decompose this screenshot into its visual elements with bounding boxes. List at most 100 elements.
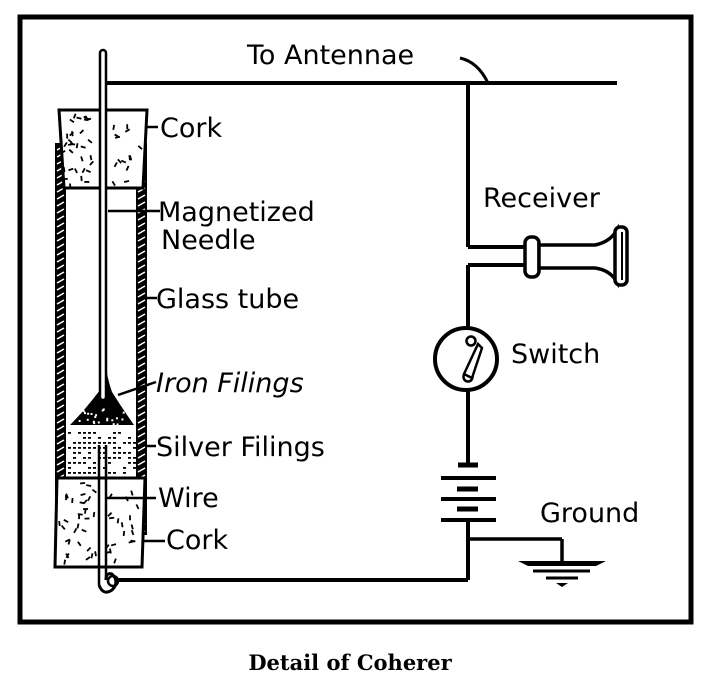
cork-texture bbox=[58, 520, 61, 527]
glass-hatch bbox=[137, 411, 146, 417]
silver-filing bbox=[83, 462, 86, 464]
cork-texture bbox=[63, 559, 67, 565]
glass-hatch bbox=[137, 229, 146, 235]
silver-filing bbox=[128, 457, 131, 459]
silver-filing bbox=[123, 467, 126, 469]
glass-hatch bbox=[56, 194, 65, 200]
silver-filing bbox=[103, 447, 106, 449]
cork-texture bbox=[117, 158, 122, 164]
glass-hatch bbox=[56, 411, 65, 417]
silver-filing bbox=[88, 457, 91, 459]
glass-hatch bbox=[56, 257, 65, 263]
silver-filing bbox=[113, 437, 116, 439]
figure-caption: Detail of Coherer bbox=[248, 650, 452, 675]
cork-texture bbox=[65, 553, 70, 559]
cork-texture bbox=[79, 129, 85, 135]
cork-texture bbox=[128, 540, 134, 544]
cork-texture bbox=[125, 165, 130, 171]
cork-texture bbox=[73, 528, 78, 534]
glass-hatch bbox=[137, 292, 146, 298]
cork-texture bbox=[87, 495, 92, 502]
iron-filing-speck bbox=[106, 419, 109, 422]
glass-hatch bbox=[56, 341, 65, 347]
silver-filing bbox=[123, 452, 126, 454]
cork-texture bbox=[80, 175, 83, 182]
cork-texture bbox=[81, 167, 86, 174]
glass-hatch bbox=[137, 201, 146, 207]
silver-filing bbox=[73, 452, 76, 454]
iron-filing-speck bbox=[78, 408, 81, 411]
glass-hatch bbox=[137, 320, 146, 326]
cork-texture bbox=[77, 513, 83, 516]
glass-hatch bbox=[137, 355, 146, 361]
silver-filing bbox=[118, 432, 121, 434]
silver-filing bbox=[93, 472, 96, 474]
silver-filing bbox=[133, 467, 136, 469]
cork-texture bbox=[62, 177, 68, 181]
needle-label-line1: Magnetized bbox=[158, 197, 315, 228]
iron-filing-speck bbox=[83, 412, 86, 415]
silver-filing bbox=[108, 462, 111, 464]
battery-icon bbox=[441, 462, 496, 522]
glass-hatch bbox=[56, 467, 65, 473]
cork-texture bbox=[130, 490, 134, 496]
cork-texture bbox=[92, 511, 96, 518]
glass-hatch bbox=[137, 418, 146, 424]
glass-hatch bbox=[56, 369, 65, 375]
cork-texture bbox=[107, 512, 113, 517]
switch-icon bbox=[433, 326, 499, 392]
cork-texture bbox=[78, 514, 81, 520]
silver-filing bbox=[93, 467, 96, 469]
cork-texture bbox=[124, 128, 131, 133]
silver-filing bbox=[118, 447, 121, 449]
iron-filing-speck bbox=[82, 410, 85, 413]
silver-filing bbox=[73, 442, 76, 444]
silver-filing bbox=[78, 432, 81, 434]
glass-hatch bbox=[56, 320, 65, 326]
silver-filing bbox=[133, 442, 136, 444]
glass-hatch bbox=[56, 362, 65, 368]
outer-frame bbox=[17, 14, 694, 625]
silver-filing bbox=[88, 447, 91, 449]
cork-texture bbox=[69, 142, 76, 146]
silver-filing bbox=[93, 462, 96, 464]
silver-filing bbox=[83, 457, 86, 459]
cork-texture bbox=[63, 141, 68, 148]
silver-filing bbox=[88, 472, 91, 474]
glass-hatch bbox=[137, 341, 146, 347]
switch-label: Switch bbox=[511, 339, 600, 370]
glass-hatch bbox=[56, 250, 65, 256]
glass-hatch bbox=[137, 313, 146, 319]
cork-texture bbox=[68, 167, 74, 172]
cork-texture bbox=[60, 150, 66, 155]
silver-filing bbox=[103, 467, 106, 469]
cork-texture bbox=[86, 484, 92, 487]
glass-hatch bbox=[56, 376, 65, 382]
silver-filing bbox=[88, 432, 91, 434]
cork-texture bbox=[91, 488, 97, 494]
silver-filing bbox=[113, 432, 116, 434]
glass-hatch bbox=[137, 236, 146, 242]
cork-texture bbox=[71, 497, 74, 503]
glass-tube-right-wall bbox=[136, 143, 147, 535]
cork-bottom-label: Cork bbox=[166, 525, 228, 556]
glass-hatch bbox=[56, 215, 65, 221]
silver-filing bbox=[118, 457, 121, 459]
iron-filing-speck bbox=[106, 417, 109, 420]
silver-filing bbox=[128, 442, 131, 444]
glass-hatch bbox=[137, 264, 146, 270]
cork-texture bbox=[85, 556, 91, 561]
silver-filing bbox=[113, 457, 116, 459]
glass-hatch bbox=[56, 397, 65, 403]
silver-filing bbox=[93, 432, 96, 434]
silver-filing bbox=[98, 442, 101, 444]
glass-hatch bbox=[137, 404, 146, 410]
cork-texture bbox=[66, 133, 69, 139]
cork-texture bbox=[123, 180, 130, 183]
cork-texture bbox=[128, 155, 131, 161]
silver-filings-label: Silver Filings bbox=[156, 432, 325, 463]
cork-texture bbox=[68, 148, 74, 154]
iron-filing-speck bbox=[111, 419, 114, 422]
antennae-label: To Antennae bbox=[246, 40, 414, 71]
glass-hatch bbox=[56, 383, 65, 389]
